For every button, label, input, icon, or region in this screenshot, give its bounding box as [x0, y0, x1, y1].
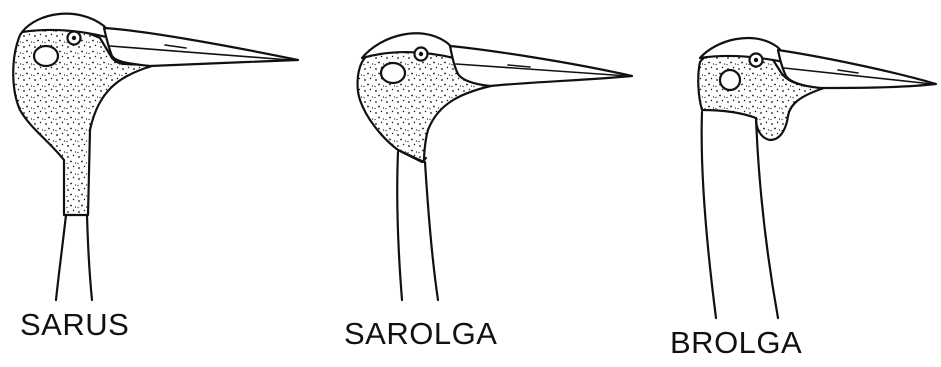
brolga-head-drawing [698, 38, 936, 318]
brolga-label: BROLGA [670, 325, 802, 361]
sarolga-head-drawing [358, 33, 632, 300]
sarolga-label: SAROLGA [344, 316, 497, 352]
sarus-label: SARUS [20, 307, 129, 343]
sarus-head-drawing [13, 14, 298, 300]
